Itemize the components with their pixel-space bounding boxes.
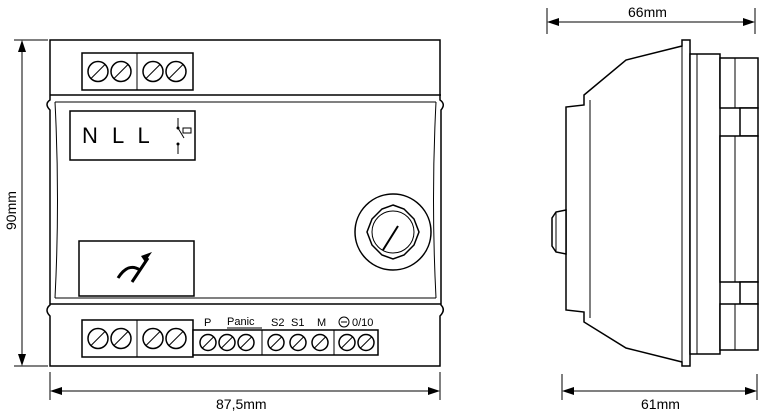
side-knob-stub — [551, 209, 567, 255]
nll-label-text: N L L — [82, 123, 154, 148]
side-bottom-dimension: 61mm — [561, 374, 758, 412]
side-profile-outline — [565, 39, 691, 367]
din-rail-lower — [719, 303, 759, 351]
terminal-label-s1: S1 — [291, 317, 304, 329]
terminal-label-s2: S2 — [271, 317, 284, 329]
front-housing-outline — [46, 39, 444, 367]
din-rail-notch-upper — [739, 107, 759, 137]
side-view — [551, 39, 759, 367]
din-rail-upper — [719, 57, 759, 109]
terminal-label-panic: Panic — [227, 316, 255, 328]
bottom-screw-terminals-right — [199, 330, 375, 355]
terminal-label-m: M — [317, 317, 326, 329]
top-screw-terminals — [87, 53, 187, 90]
side-top-dimension: 66mm — [546, 4, 756, 34]
din-rail-middle — [719, 135, 759, 283]
front-width-dimension-label: 87,5mm — [216, 396, 267, 412]
terminal-label-0-10: 0/10 — [352, 317, 373, 329]
cover-side-right — [433, 101, 437, 299]
side-top-dimension-label: 66mm — [628, 4, 667, 20]
switch-symbol-icon — [176, 118, 192, 154]
terminal-label-p: P — [204, 317, 211, 329]
dimmer-symbol-icon — [116, 252, 152, 283]
cover-side-left — [54, 101, 58, 299]
side-bottom-dimension-label: 61mm — [641, 396, 680, 412]
nll-label-panel — [69, 110, 196, 161]
height-dimension-label: 90mm — [3, 191, 19, 230]
front-width-dimension: 87,5mm — [49, 372, 441, 412]
din-clip-block — [689, 53, 721, 355]
front-view: N L L — [46, 39, 444, 367]
height-dimension: 90mm — [3, 39, 48, 367]
minus-circle-icon — [338, 316, 350, 328]
rotary-knob — [354, 193, 432, 271]
knob-indicator — [382, 225, 399, 251]
din-rail-notch-lower — [739, 281, 759, 305]
bottom-screw-terminals-left — [87, 327, 187, 350]
